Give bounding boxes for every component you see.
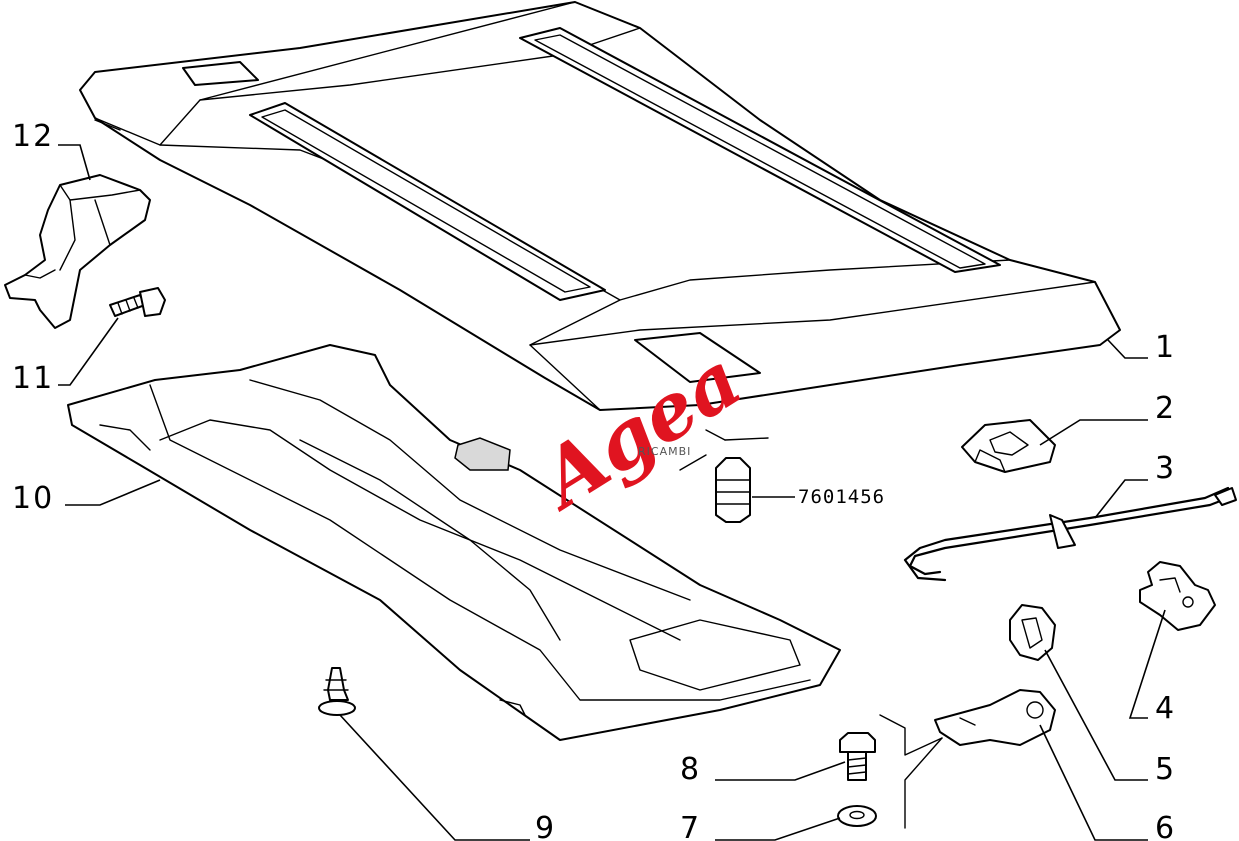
- callout-labels: 1 2 3 4 5 6 7 8 9 10 11 12 7601456: [12, 119, 1176, 841]
- bracket-screw: [839, 732, 876, 781]
- hinge-bolt: [109, 287, 166, 317]
- callout-9: 9: [535, 811, 556, 841]
- rubber-buffer: [1009, 604, 1056, 661]
- hood-hinge: [4, 174, 151, 329]
- part-code-label: 7601456: [798, 486, 885, 508]
- callout-3: 3: [1155, 451, 1176, 486]
- hood-panel: [79, 1, 1121, 411]
- callout-12: 12: [12, 119, 54, 154]
- callout-11: 11: [12, 361, 54, 396]
- bump-stop: [679, 429, 769, 523]
- callout-2: 2: [1155, 391, 1176, 426]
- rod-bracket: [934, 689, 1056, 746]
- callout-5: 5: [1155, 752, 1176, 787]
- callout-8: 8: [680, 752, 701, 787]
- washer: [837, 805, 877, 827]
- leader-lines: [58, 144, 1166, 841]
- callout-4: 4: [1155, 691, 1176, 726]
- callout-10: 10: [12, 481, 54, 516]
- callout-1: 1: [1155, 330, 1176, 365]
- assembly-bracket-line: [879, 714, 943, 756]
- callout-6: 6: [1155, 811, 1176, 841]
- rod-clip: [1139, 561, 1216, 631]
- clip-nut: [961, 419, 1056, 473]
- push-clip: [318, 667, 356, 716]
- watermark-sub: RICAMBI: [638, 445, 691, 458]
- support-rod: [903, 486, 1237, 582]
- assembly-bracket-line-lower: [904, 737, 943, 829]
- insulation-pad: [67, 344, 841, 741]
- callout-7: 7: [680, 811, 701, 841]
